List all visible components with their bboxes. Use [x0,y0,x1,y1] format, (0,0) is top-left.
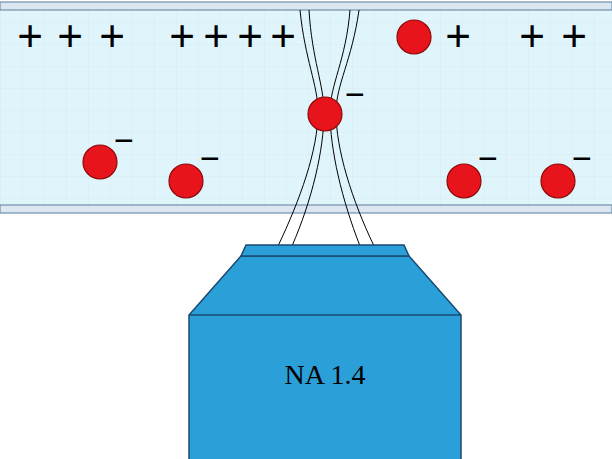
charges [83,20,575,198]
charge-particle [83,145,117,179]
positive-charge: + [99,14,125,58]
positive-charge: + [57,14,83,58]
charge-particle [447,164,481,198]
charge-particle [541,164,575,198]
top-wall [0,2,612,10]
charge-particle [308,97,342,131]
negative-charge: − [200,141,220,175]
objective-label: NA 1.4 [285,361,366,389]
charge-particle [397,20,431,54]
negative-charge: − [478,141,498,175]
charge-particle [169,164,203,198]
positive-charge: + [17,14,43,58]
positive-charge: + [237,14,263,58]
objective-edge [189,314,461,316]
positive-charge: + [519,14,545,58]
objective-outline [188,242,462,459]
objective-lens: NA 1.4 [188,242,462,459]
objective-rim [241,245,409,256]
positive-charge: + [169,14,195,58]
cone-line [336,10,374,246]
positive-charge: + [270,14,296,58]
negative-charge: − [572,141,592,175]
negative-charge: − [345,77,365,111]
objective-body [189,256,461,459]
positive-charge: + [561,14,587,58]
positive-charge: + [203,14,229,58]
negative-charge: − [114,123,134,157]
positive-charge: + [445,14,471,58]
